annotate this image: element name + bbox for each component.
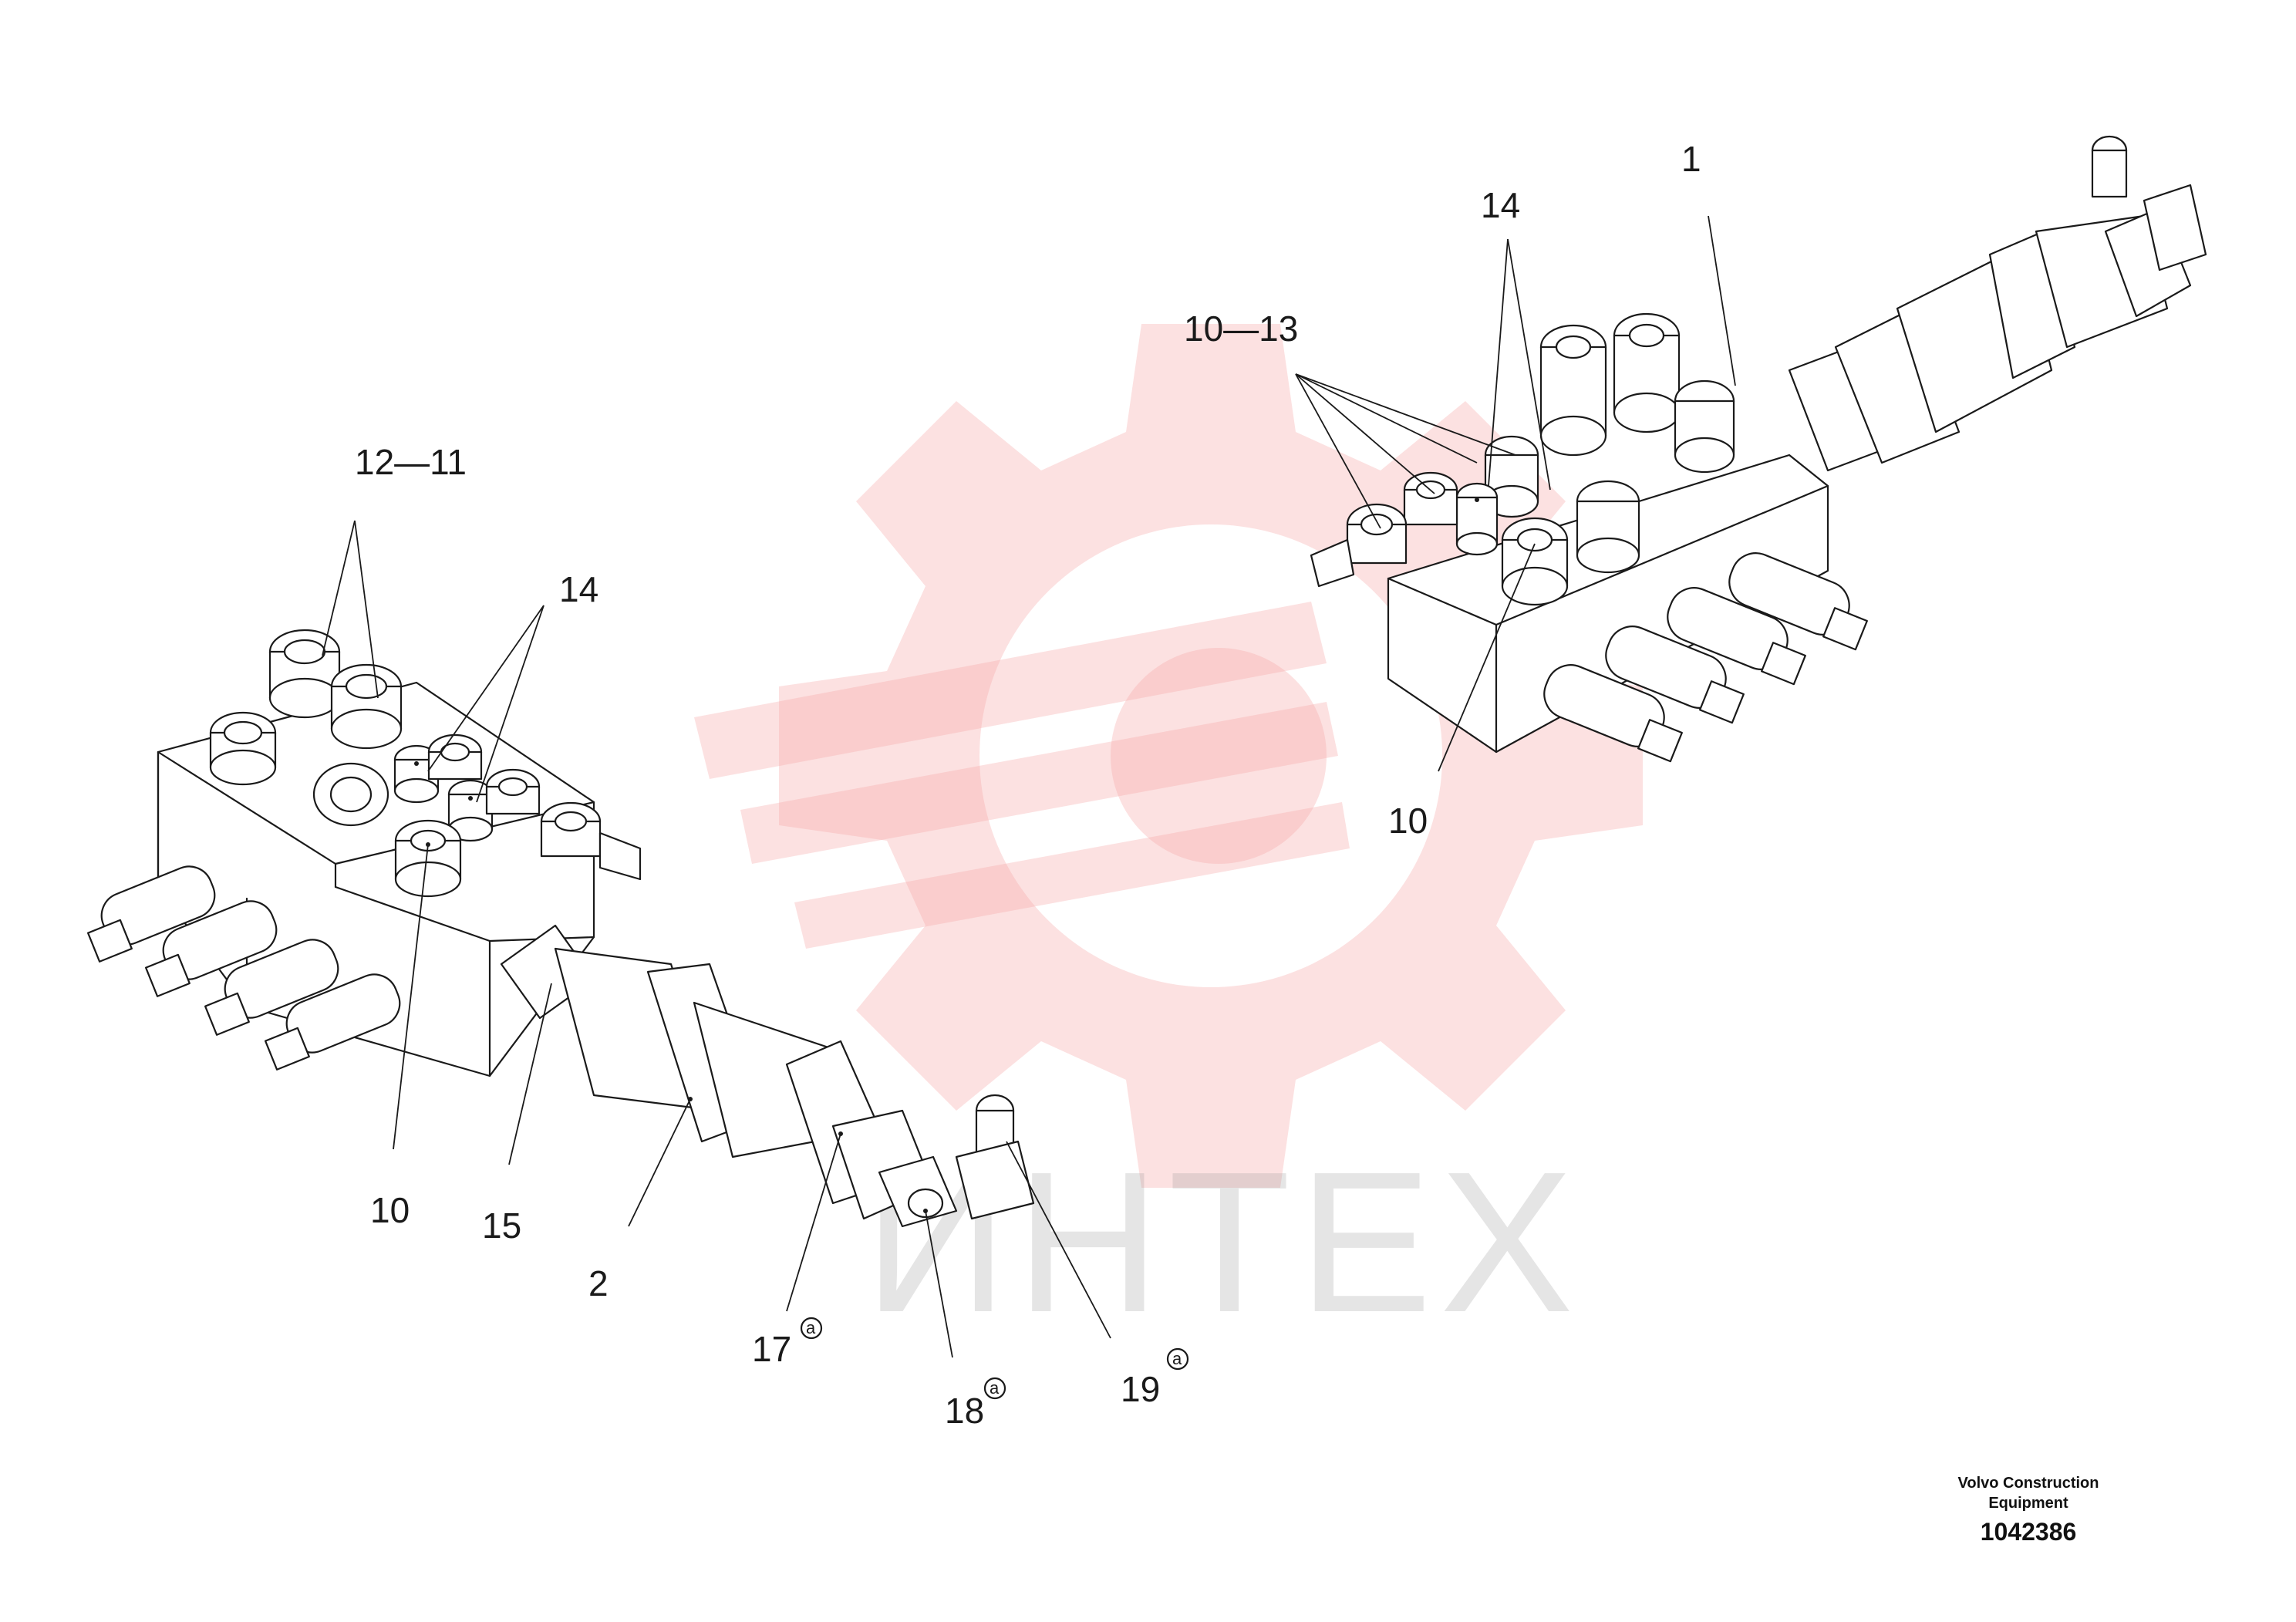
callout-19: 19 — [1121, 1369, 1160, 1409]
drawing-number: 1042386 — [1980, 1518, 2077, 1546]
callout-14-right: 14 — [1481, 185, 1520, 225]
callout-10-13: 10—13 — [1184, 309, 1298, 349]
callout-18: 18 — [945, 1391, 984, 1431]
callout-10-right: 10 — [1388, 801, 1428, 841]
callout-2: 2 — [588, 1263, 609, 1303]
right-valve-assembly — [1310, 135, 2207, 763]
svg-text:a: a — [806, 1318, 816, 1337]
brand-block: Volvo Construction Equipment 1042386 — [1897, 1473, 2159, 1546]
svg-text:a: a — [990, 1378, 1000, 1398]
company-name-line2: Equipment — [1988, 1495, 2068, 1512]
svg-text:a: a — [1172, 1349, 1182, 1368]
callout-10-left: 10 — [370, 1190, 410, 1230]
circled-mark-17: a — [800, 1317, 823, 1340]
circled-mark-19: a — [1166, 1347, 1189, 1371]
callout-15: 15 — [482, 1206, 521, 1246]
callout-12-11: 12—11 — [355, 442, 467, 482]
callout-14-left: 14 — [559, 569, 598, 609]
leader-lines — [322, 215, 1736, 1358]
left-valve-assembly — [87, 629, 1035, 1228]
watermark-gear-icon — [694, 324, 1643, 1188]
circled-mark-18: a — [983, 1377, 1006, 1400]
callout-17: 17 — [752, 1329, 791, 1369]
callout-1: 1 — [1681, 139, 1701, 179]
company-name-line1: Volvo Construction — [1957, 1475, 2099, 1492]
